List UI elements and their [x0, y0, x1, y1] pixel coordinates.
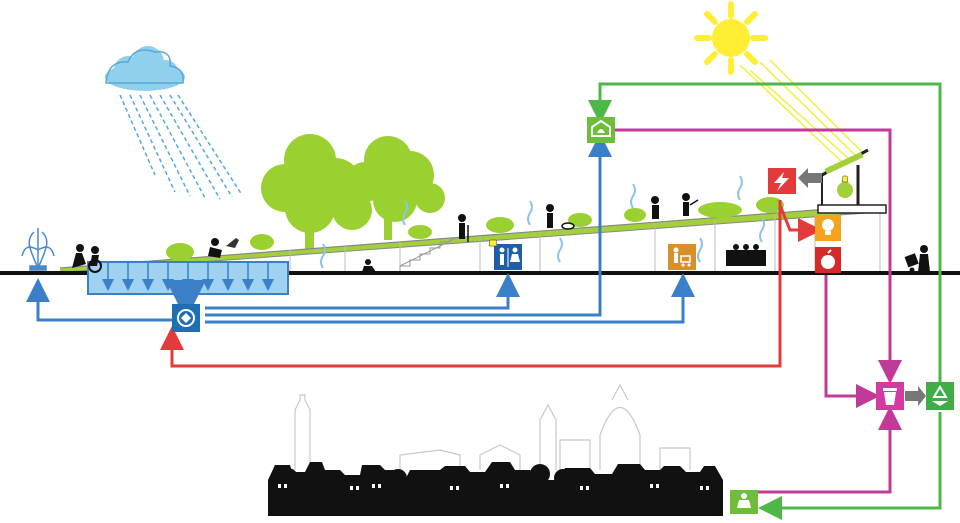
greenhouse-icon [587, 117, 615, 143]
staircase [399, 237, 457, 272]
rain-cloud-icon [105, 46, 185, 91]
sun-rays [739, 59, 863, 166]
person-with-dog-icon [546, 204, 575, 230]
fountain-icon [21, 228, 55, 271]
hand-truck-icon [904, 245, 930, 273]
sun-icon [694, 1, 768, 75]
grey-arrows [798, 168, 926, 406]
city-skyline-outline [294, 383, 691, 470]
walker-icon [458, 214, 469, 242]
electricity-icon [768, 168, 796, 194]
rooftop-person-left-icon [651, 196, 659, 219]
market-stall-icon [726, 244, 766, 266]
apple-icon [815, 247, 841, 273]
trash-bin-icon [876, 382, 904, 410]
wheelchair-person-icon [72, 244, 102, 273]
water-pump-icon [172, 304, 200, 332]
child-on-swing-icon [362, 259, 376, 272]
waste-flows [612, 128, 902, 494]
lamp-icon [488, 239, 498, 247]
energy-flows [160, 200, 822, 368]
light-bulb-icon [815, 215, 841, 241]
rain-streaks [119, 94, 243, 200]
recycle-flows [588, 82, 942, 520]
compost-icon [730, 490, 758, 514]
water-flows [26, 133, 695, 324]
skyline-windows [278, 484, 709, 490]
city-skyline-silhouette [268, 462, 723, 516]
shopping-cart-icon [668, 244, 696, 270]
green-roof [59, 197, 881, 273]
recycling-icon [926, 382, 954, 410]
air-flow-arrows [320, 175, 765, 269]
rooftop-person-right-icon [682, 193, 699, 216]
people-silhouettes [72, 193, 930, 273]
gardener-icon [208, 238, 239, 258]
restroom-icon [494, 244, 522, 270]
tree-large [261, 134, 372, 252]
solar-pavilion [817, 148, 887, 214]
